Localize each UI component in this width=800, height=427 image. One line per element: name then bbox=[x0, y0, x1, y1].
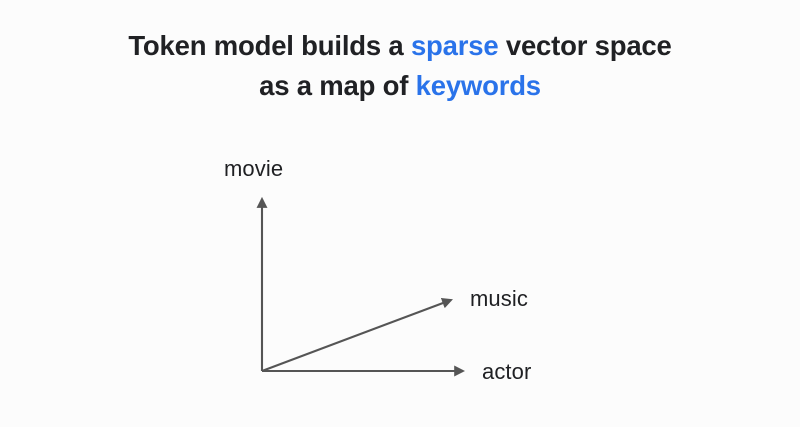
title-line-2: as a map of keywords bbox=[0, 66, 800, 106]
title-line-1: Token model builds a sparse vector space bbox=[0, 26, 800, 66]
title-line-2-part1: as a map of bbox=[259, 70, 416, 101]
axis-label-music: music bbox=[470, 286, 528, 311]
axis-label-movie: movie bbox=[224, 156, 284, 181]
title-highlight-keywords: keywords bbox=[415, 70, 541, 101]
title-line-1-part1: Token model builds a bbox=[128, 30, 411, 61]
axis-arrow-music bbox=[261, 297, 453, 372]
title-line-1-part2: vector space bbox=[498, 30, 672, 61]
axis-label-actor: actor bbox=[482, 359, 532, 384]
page-title: Token model builds a sparse vector space… bbox=[0, 26, 800, 106]
title-highlight-sparse: sparse bbox=[410, 30, 499, 61]
